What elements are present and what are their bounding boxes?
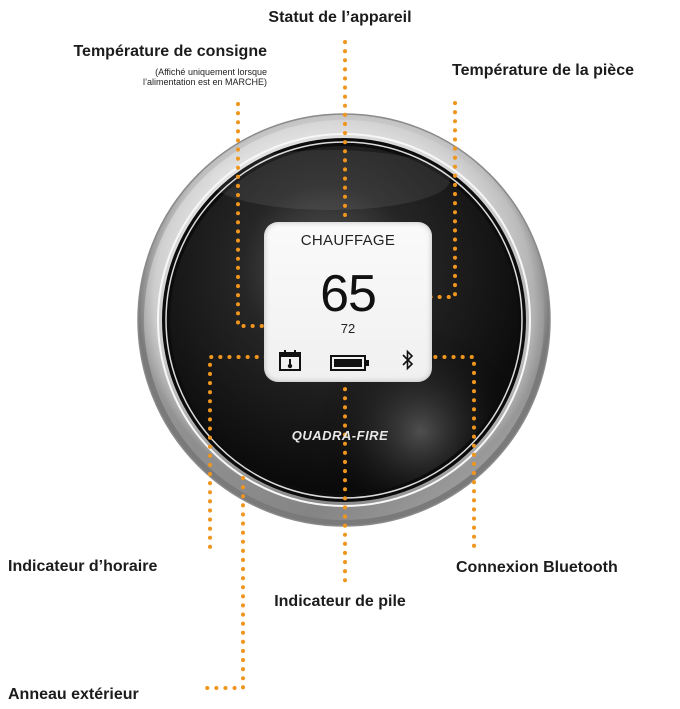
- battery-icon: [330, 355, 369, 371]
- setpoint-note: (Affiché uniquement lorsque l’alimentati…: [143, 67, 267, 87]
- brand-logo: QUADRA-FIRE: [291, 428, 389, 443]
- calendar-thermometer-icon: [279, 350, 301, 371]
- label-outer-ring: Anneau extérieur: [8, 686, 139, 703]
- label-device-status: Statut de l’appareil: [268, 9, 412, 26]
- label-setpoint-temperature: Température de consigne: [73, 43, 267, 60]
- label-bluetooth-connection: Connexion Bluetooth: [456, 559, 618, 576]
- label-schedule-indicator: Indicateur d’horaire: [8, 558, 158, 575]
- display-screen: CHAUFFAGE 65 72: [264, 222, 432, 382]
- label-room-temperature: Température de la pièce: [452, 62, 634, 79]
- setpoint-note-line-2: l’alimentation est en MARCHE): [142, 77, 267, 87]
- label-battery-indicator: Indicateur de pile: [274, 593, 406, 610]
- setpoint-value: 72: [340, 321, 356, 336]
- room-temperature-value: 65: [320, 265, 377, 323]
- bluetooth-icon: [402, 349, 414, 371]
- setpoint-note-line-1: (Affiché uniquement lorsque: [155, 67, 267, 77]
- mode-label: CHAUFFAGE: [300, 232, 396, 249]
